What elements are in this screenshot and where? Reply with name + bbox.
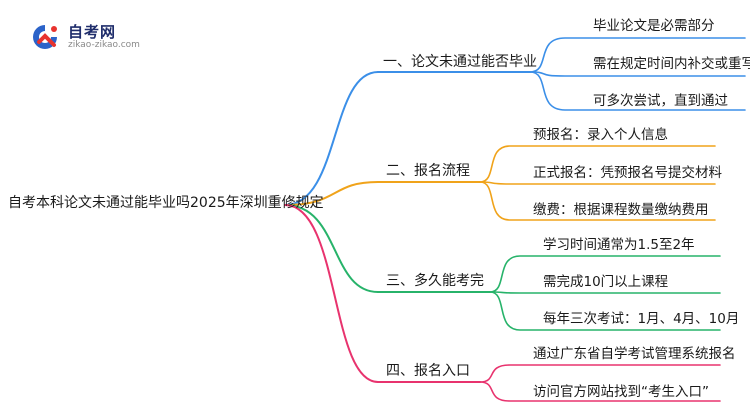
branch-3-leaf-3: 每年三次考试：1月、4月、10月 [543, 311, 740, 327]
root-topic: 自考本科论文未通过能毕业吗2025年深圳重修规定 [8, 195, 324, 211]
branch-2-leaf-1: 预报名：录入个人信息 [533, 127, 668, 143]
branch-4-leaf-1: 通过广东省自学考试管理系统报名 [533, 346, 736, 362]
branch-1-curve [284, 71, 379, 206]
branch-2-label: 二、报名流程 [386, 163, 470, 179]
branch-2-leaf-3-connector [479, 181, 716, 221]
site-logo[interactable]: 自考网 zikao-zikao.com [30, 20, 150, 54]
branch-2-leaf-1-connector [479, 145, 716, 183]
branch-1-leaf-1: 毕业论文是必需部分 [593, 18, 715, 34]
branch-4-leaf-2-connector [479, 381, 721, 402]
branch-1-leaf-1-connector [529, 37, 746, 73]
branch-2-leaf-3: 缴费：根据课程数量缴纳费用 [533, 202, 709, 218]
branch-4-leaf-2: 访问官方网站找到“考生入口” [533, 384, 709, 400]
branch-1-leaf-3: 可多次尝试，直到通过 [593, 93, 728, 109]
branch-3-leaf-1-connector [489, 255, 721, 293]
branch-4-label: 四、报名入口 [386, 363, 470, 379]
branch-4-curve [284, 204, 379, 383]
branch-1-leaf-3-connector [529, 71, 746, 111]
branch-3-leaf-1: 学习时间通常为1.5至2年 [543, 237, 695, 253]
branch-2-curve [284, 181, 379, 206]
branch-3-leaf-2: 需完成10门以上课程 [543, 274, 669, 290]
logo-url: zikao-zikao.com [68, 40, 140, 50]
branch-3-label: 三、多久能考完 [386, 273, 484, 289]
branch-3-leaf-3-connector [489, 291, 721, 331]
branch-4-leaf-1-connector [479, 364, 721, 383]
branch-2-leaf-2-connector [479, 181, 716, 185]
logo-title: 自考网 [68, 23, 117, 41]
branch-3-leaf-2-connector [489, 291, 721, 294]
branch-1-leaf-2-connector [529, 71, 746, 77]
branch-1-leaf-2: 需在规定时间内补交或重写 [593, 56, 750, 72]
branch-3-curve [284, 204, 379, 293]
logo-mark-icon [33, 25, 57, 49]
branch-2-leaf-2: 正式报名：凭预报名号提交材料 [533, 165, 722, 181]
branch-1-label: 一、论文未通过能否毕业 [383, 54, 537, 70]
